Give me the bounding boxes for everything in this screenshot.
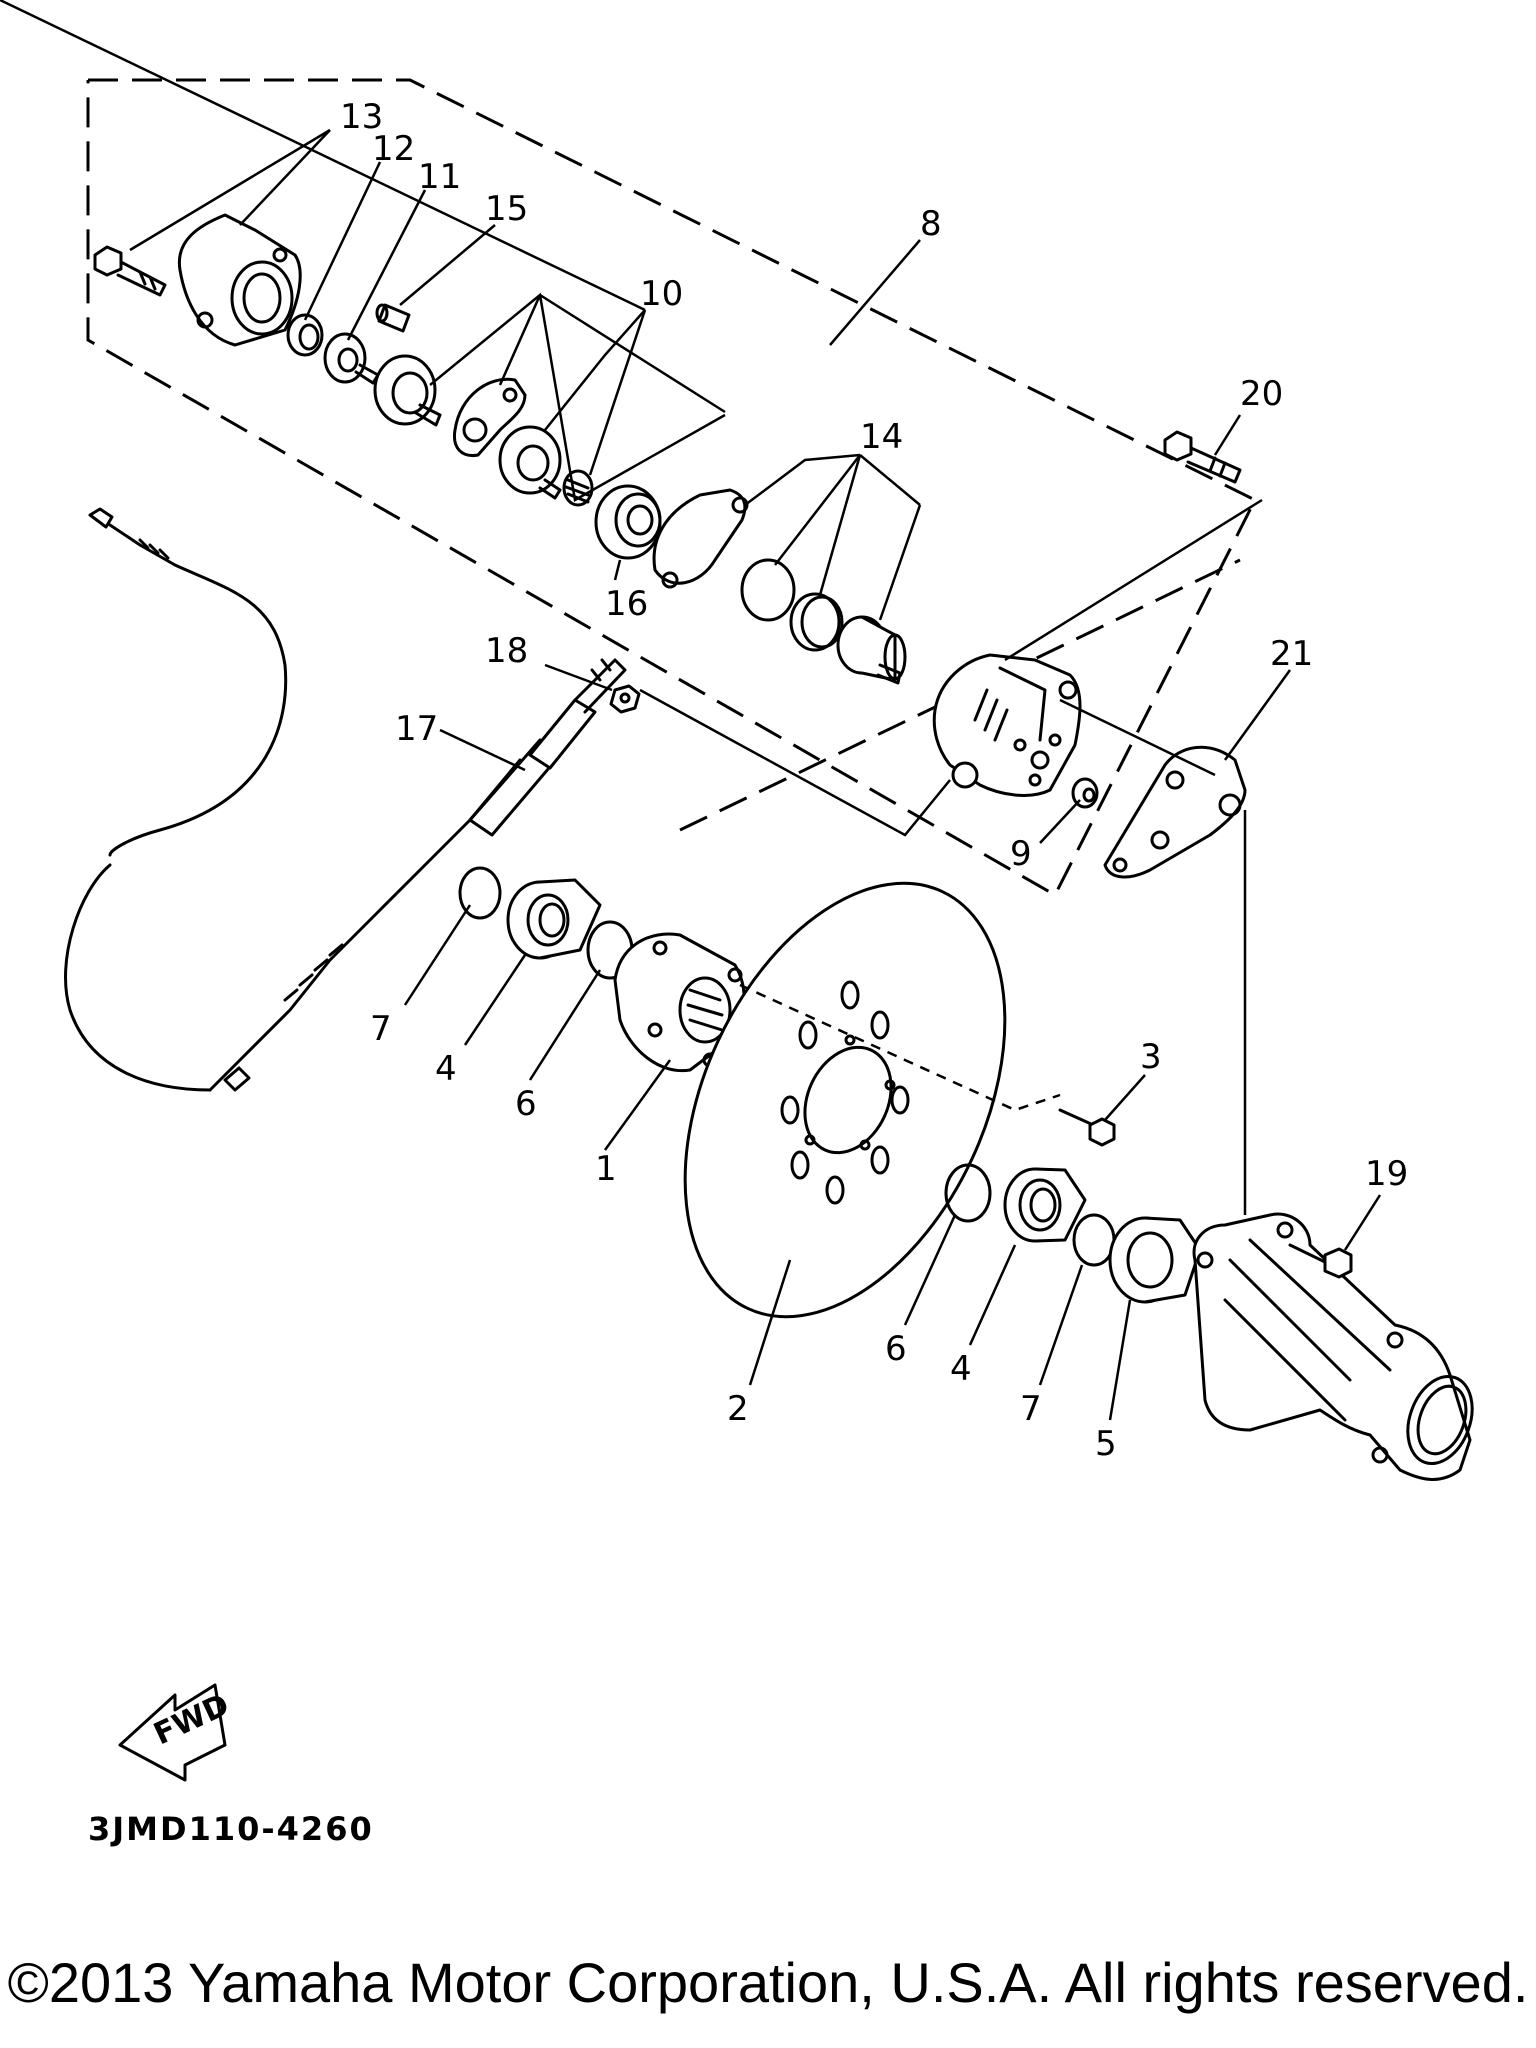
bracket-21 [1103, 745, 1247, 879]
callout-2: 2 [727, 1389, 749, 1429]
fwd-arrow-icon: FWD [118, 1683, 235, 1782]
ring-12 [286, 313, 324, 357]
bracket-10 [452, 377, 527, 458]
nut-18 [609, 684, 641, 714]
caliper-assembly-boundary [86, 78, 1258, 898]
oring-14a [740, 558, 796, 622]
bolt-3 [1058, 1108, 1116, 1147]
ring-6-lower [944, 1163, 992, 1223]
seal-5 [1108, 1216, 1202, 1304]
callout-5: 5 [1095, 1424, 1117, 1464]
callout-19: 19 [1365, 1154, 1408, 1194]
callout-18: 18 [485, 631, 528, 671]
callout-17: 17 [395, 709, 438, 749]
bolt-20 [1163, 430, 1242, 484]
callout-21: 21 [1270, 634, 1313, 674]
callout-13: 13 [340, 97, 383, 137]
callout-12: 12 [372, 129, 415, 169]
bolt-13 [93, 245, 167, 297]
callout-16: 16 [605, 584, 648, 624]
callout-4-upper: 4 [435, 1049, 457, 1089]
bearing-16 [594, 484, 662, 560]
callout-4-lower: 4 [950, 1349, 972, 1389]
caliper-body-8 [932, 653, 1082, 797]
brake-disc-2 [683, 881, 1007, 1319]
callout-6-upper: 6 [515, 1084, 537, 1124]
caliper-cover-13 [177, 213, 302, 347]
brake-cable [64, 507, 522, 1092]
callout-9: 9 [1010, 834, 1032, 874]
oring-7-upper [458, 866, 502, 920]
axle-housing [1192, 1212, 1474, 1481]
adjuster-11 [323, 332, 380, 385]
spring-10 [562, 469, 594, 507]
callout-10: 10 [640, 274, 683, 314]
callout-1: 1 [595, 1149, 617, 1189]
seal-14b [789, 592, 844, 652]
gasket-10 [652, 488, 749, 589]
callout-7-lower: 7 [1020, 1389, 1042, 1429]
callout-11: 11 [418, 157, 461, 197]
copyright-notice: ©2013 Yamaha Motor Corporation, U.S.A. A… [7, 1951, 1529, 2014]
piston-10 [373, 354, 442, 427]
callout-7-upper: 7 [370, 1009, 392, 1049]
bolt-19 [1288, 1243, 1353, 1279]
plate-10 [498, 425, 562, 500]
callout-6-lower: 6 [885, 1329, 907, 1369]
leader-lines [0, 0, 1382, 1421]
seal-4-lower [1003, 1167, 1087, 1243]
drawing-code: 3JMD110-4260 [88, 1810, 374, 1848]
piston-14c [836, 615, 907, 685]
pin-15 [375, 303, 411, 333]
callout-3: 3 [1140, 1037, 1162, 1077]
hub-1 [613, 932, 746, 1073]
callout-8: 8 [920, 204, 942, 244]
callout-20: 20 [1240, 374, 1283, 414]
seal-4-upper [506, 878, 602, 960]
oring-7-lower [1072, 1213, 1116, 1267]
callout-14: 14 [860, 417, 903, 457]
callout-15: 15 [485, 189, 528, 229]
